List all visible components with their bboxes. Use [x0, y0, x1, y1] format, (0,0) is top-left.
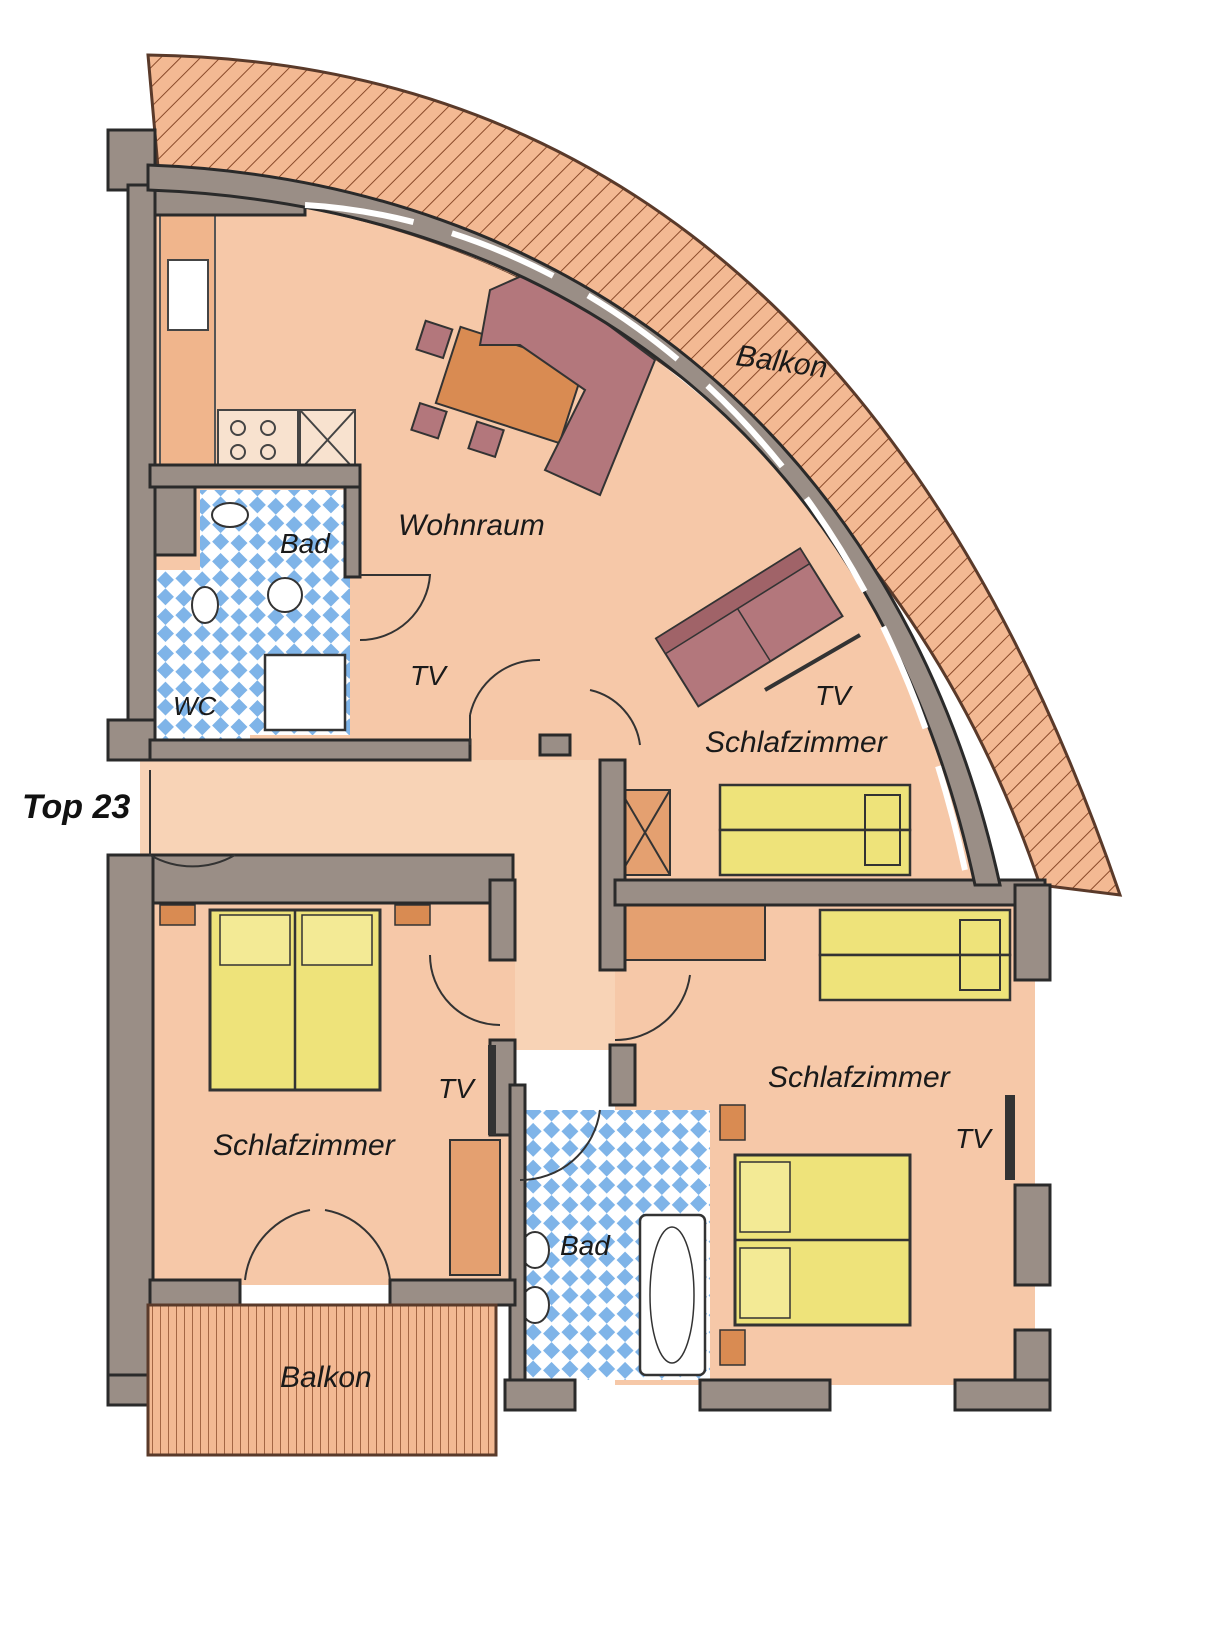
label-balkon-bottom: Balkon — [280, 1361, 372, 1394]
floor-hall-lower — [515, 900, 615, 1050]
washbasin-icon — [267, 577, 303, 613]
bed-right-2 — [818, 953, 1012, 1002]
floor-upper — [150, 190, 990, 880]
label-bad-small: Bad — [280, 528, 331, 559]
bed-upper-1 — [718, 783, 912, 832]
curved-windows — [304, 202, 968, 871]
label-bad-large: Bad — [560, 1230, 611, 1261]
tv-wohnraum-icon — [763, 633, 862, 692]
dining-set — [410, 319, 586, 459]
unit-label: Top 23 — [22, 788, 130, 826]
tv-lower-right-icon — [1005, 1095, 1015, 1180]
toilet-wc-icon — [191, 586, 219, 624]
label-tv-lower-right: TV — [955, 1123, 993, 1154]
double-bed-right — [733, 1153, 912, 1327]
wardrobe-lower-left — [449, 1139, 501, 1276]
stove-icon — [217, 409, 299, 471]
label-wohnraum: Wohnraum — [398, 509, 545, 542]
sink-icon — [167, 259, 209, 331]
bed-upper-2 — [718, 828, 912, 877]
bed-right-1 — [818, 908, 1012, 957]
nightstand-right-1 — [719, 1104, 746, 1141]
label-schlafzimmer-lower-left: Schlafzimmer — [213, 1129, 396, 1162]
label-schlafzimmer-upper: Schlafzimmer — [705, 726, 888, 759]
toilet-icon — [211, 502, 249, 528]
label-wc: WC — [173, 691, 217, 721]
door-swings — [149, 574, 691, 1281]
label-tv-wohnraum: TV — [410, 660, 448, 691]
label-tv-schlaf-upper: TV — [815, 680, 853, 711]
label-tv-lower-left: TV — [438, 1073, 476, 1104]
sofa — [654, 547, 844, 708]
balcony-bottom — [146, 1303, 498, 1457]
kitchen-counter — [159, 214, 216, 476]
walls — [106, 128, 1052, 1412]
tv-lower-left-icon — [488, 1045, 496, 1135]
nightstand-right-2 — [719, 1329, 746, 1366]
label-schlafzimmer-lower-right: Schlafzimmer — [768, 1061, 951, 1094]
bathtub-icon — [638, 1213, 707, 1377]
shower-icon — [263, 653, 347, 732]
nightstand-left-2 — [394, 904, 431, 926]
wardrobe-middle — [624, 904, 766, 961]
double-bed-left — [208, 908, 382, 1092]
nightstand-left-1 — [159, 904, 196, 926]
